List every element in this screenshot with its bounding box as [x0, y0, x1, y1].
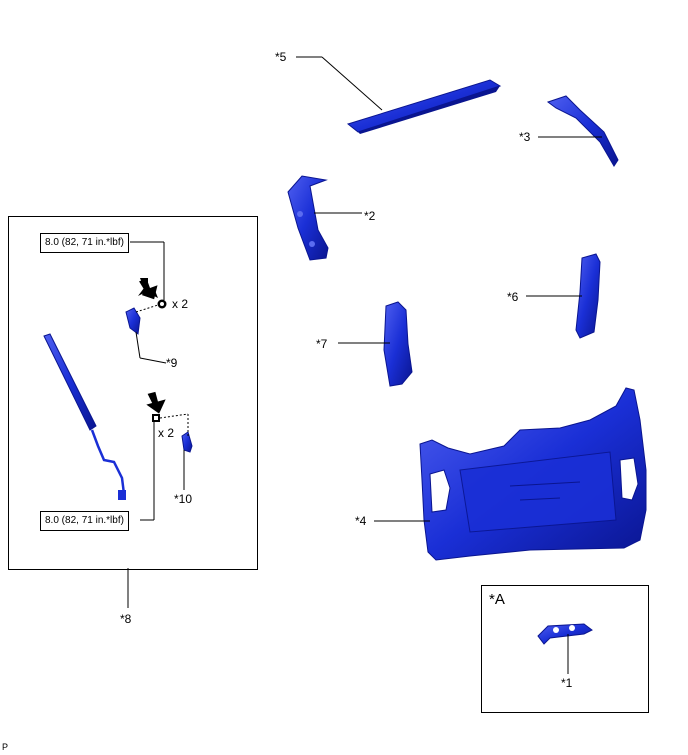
- callout-8: *8: [120, 612, 132, 626]
- part-10-bracket: [181, 431, 193, 453]
- callout-7: *7: [316, 337, 328, 351]
- callout-6: *6: [507, 290, 519, 304]
- corner-note: P: [2, 742, 9, 752]
- damper-group-frame: [8, 216, 258, 570]
- quantity-upper: x 2: [172, 297, 189, 311]
- inset-label: *A: [489, 591, 505, 608]
- part-7-left-side-trim: [383, 301, 413, 387]
- callout-9: *9: [166, 356, 178, 370]
- arrow-down-icon: [146, 391, 166, 414]
- quantity-lower: x 2: [158, 426, 175, 440]
- part-6-right-side-trim: [575, 253, 601, 339]
- part-4-door-trim-board: [419, 387, 647, 561]
- part-3-right-trim: [546, 95, 619, 167]
- leader-5b: [321, 56, 383, 111]
- callout-5: *5: [275, 50, 287, 64]
- callout-4: *4: [355, 514, 367, 528]
- inset-frame: [481, 585, 649, 713]
- part-8-damper-assembly: [43, 333, 126, 500]
- part-2-left-trim: [287, 175, 329, 261]
- leader-9b: [139, 357, 167, 364]
- torque-spec-upper: 8.0 (82, 71 in.*lbf): [40, 233, 129, 253]
- torque-spec-lower: 8.0 (82, 71 in.*lbf): [40, 511, 129, 531]
- part-1-small-cover: [537, 623, 593, 645]
- leader-9: [135, 331, 141, 359]
- part-9-bracket: [125, 307, 141, 335]
- arrow-down-icon: [138, 278, 158, 300]
- part-5-upper-trim: [346, 79, 502, 134]
- callout-2: *2: [364, 209, 376, 223]
- callout-1: *1: [561, 676, 573, 690]
- callout-10: *10: [174, 492, 193, 506]
- bolt-icon: [157, 299, 167, 309]
- callout-3: *3: [519, 130, 531, 144]
- bolt-icon: [152, 414, 160, 422]
- dashed-line-lower: [159, 413, 189, 419]
